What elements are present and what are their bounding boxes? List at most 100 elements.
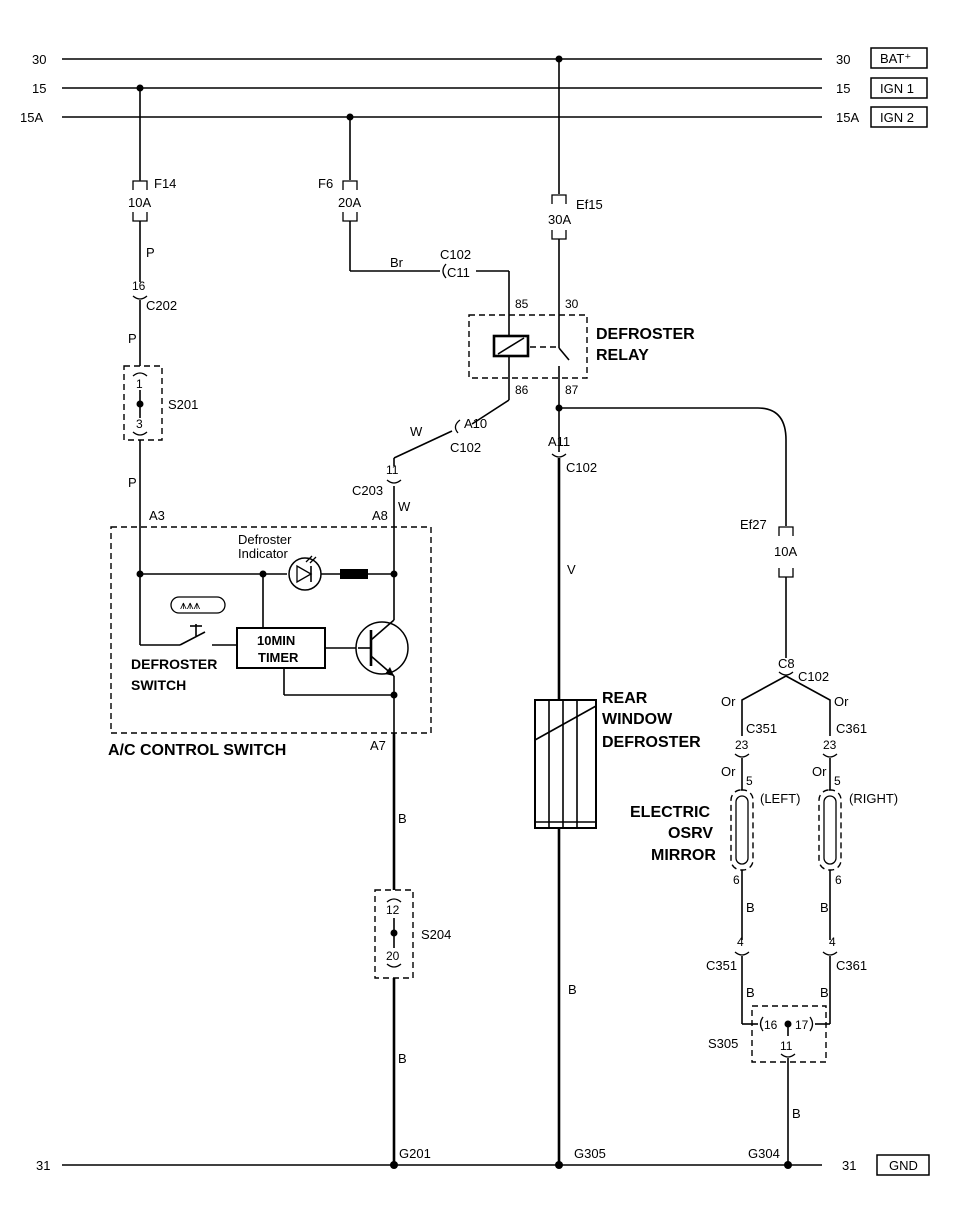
rear-window-defroster-icon [534, 699, 597, 829]
a11-connector-icon [551, 453, 567, 458]
c102-label-a10: C102 [450, 440, 481, 455]
c351-pin-4: 4 [737, 935, 744, 949]
right-mirror-heater-icon [823, 795, 837, 865]
g201-label: G201 [399, 1146, 431, 1161]
left-mirror-label: (LEFT) [760, 791, 800, 806]
c351-label-bottom: C351 [706, 958, 737, 973]
right-mirror-box [818, 789, 842, 871]
timer-label-2: TIMER [258, 650, 299, 665]
g305-label: G305 [574, 1146, 606, 1161]
rail-15a-left-label: 15A [20, 110, 43, 125]
wire-c351-color: B [746, 985, 755, 1000]
ign2-box [870, 106, 928, 128]
c102-label-top: C102 [440, 247, 471, 262]
mirror-label-1: ELECTRIC [630, 804, 710, 821]
wire-c8-right-color: Or [834, 694, 849, 709]
rwd-label-3: DEFROSTER [602, 734, 701, 751]
branch-86: A10 C102 W 11 C203 W A8 [352, 399, 510, 574]
relay-label-2: RELAY [596, 347, 649, 364]
rail-30: 30 30 BAT⁺ [32, 47, 928, 69]
s204-dot [390, 929, 398, 937]
fuse-f6-bottom [342, 212, 358, 222]
wire-s201-color: P [128, 475, 137, 490]
wire-86-color: W [410, 424, 423, 439]
c202-connector-icon [132, 295, 148, 300]
c202-label: C202 [146, 298, 177, 313]
c102-label-a11: C102 [566, 460, 597, 475]
fuse-ef27-bottom [778, 568, 794, 578]
a10-label: A10 [464, 416, 487, 431]
fuse-ef27-amp: 10A [774, 544, 797, 559]
led-triangle [296, 564, 313, 584]
g304-node [784, 1161, 792, 1169]
s305-pin-11: 11 [780, 1039, 793, 1053]
ign2-label: IGN 2 [880, 110, 914, 125]
wire-rwd-color: B [568, 982, 577, 997]
transistor-arrow [385, 667, 394, 676]
branch-a7: B 12 20 S204 B G201 [374, 733, 451, 1169]
wire-left-mirror-out-color: B [746, 900, 755, 915]
branch-ef27: Ef27 10A C8 C102 Or Or C351 C361 23 23 O… [559, 407, 898, 1169]
wire-f6-color: Br [390, 255, 404, 270]
s201-bottom-cap [132, 431, 148, 436]
fuse-f6-icon [342, 180, 358, 190]
pin-a7: A7 [370, 738, 386, 753]
gnd-label: GND [889, 1158, 918, 1173]
c203-label: C203 [352, 483, 383, 498]
c351-label-top: C351 [746, 721, 777, 736]
c203-connector-icon [386, 479, 402, 484]
rail-31: 31 31 GND [36, 1154, 930, 1176]
wire-s305-color: B [792, 1106, 801, 1121]
s305-left-cap [759, 1016, 764, 1032]
rwd-label-2: WINDOW [602, 711, 673, 728]
a11-label: A11 [548, 434, 570, 449]
defroster-switch-label-2: SWITCH [131, 677, 186, 693]
rail-30-right-label: 30 [836, 52, 850, 67]
c361-bottom-cap [822, 951, 838, 956]
right-mirror-pin-6: 6 [835, 873, 842, 887]
relay-coil-icon [492, 334, 530, 358]
branch-ef15: Ef15 30A [548, 55, 603, 348]
fuse-f6-amp: 20A [338, 195, 361, 210]
s201-top-cap [132, 372, 148, 377]
node-emitter [390, 691, 398, 699]
rail-31-left-label: 31 [36, 1158, 50, 1173]
wire-f14-color: P [146, 245, 155, 260]
fuse-ef15-amp: 30A [548, 212, 571, 227]
c361-pin-4: 4 [829, 935, 836, 949]
wire-right-mirror-out-color: B [820, 900, 829, 915]
mirror-label-3: MIRROR [651, 847, 716, 864]
fuse-ef15-label: Ef15 [576, 197, 603, 212]
a10-connector-icon [454, 419, 461, 434]
c11-label: C11 [447, 265, 470, 280]
defrost-symbol-glyph: ⩚⩚⩚ [180, 598, 201, 612]
fuse-ef15-icon [551, 194, 567, 204]
rail-15-left-label: 15 [32, 81, 46, 96]
wire-a7-color: B [398, 811, 407, 826]
bat-box [870, 47, 928, 69]
left-mirror-pin-5: 5 [746, 774, 753, 788]
c361-pin-23: 23 [823, 738, 837, 752]
transistor-icon [355, 621, 409, 675]
s204-label: S204 [421, 927, 451, 942]
g305-node [555, 1161, 563, 1169]
ign1-label: IGN 1 [880, 81, 914, 96]
rwd-label-1: REAR [602, 690, 648, 707]
timer-label-1: 10MIN [257, 633, 295, 648]
mirror-label-2: OSRV [668, 825, 713, 842]
c361-label-top: C361 [836, 721, 867, 736]
s305-pin-16: 16 [764, 1018, 778, 1032]
relay-pin-87: 87 [565, 383, 579, 397]
bat-label: BAT⁺ [880, 51, 911, 66]
defroster-switch-label-1: DEFROSTER [131, 656, 217, 672]
c202-pin: 16 [132, 279, 146, 293]
relay-pin-30: 30 [565, 297, 579, 311]
wire-s204-color: B [398, 1051, 407, 1066]
fuse-ef27-label: Ef27 [740, 517, 767, 532]
defrost-symbol-icon [170, 596, 226, 614]
led-rays [305, 555, 317, 564]
fuse-ef27-icon [778, 526, 794, 536]
pin-a8: A8 [372, 508, 388, 523]
